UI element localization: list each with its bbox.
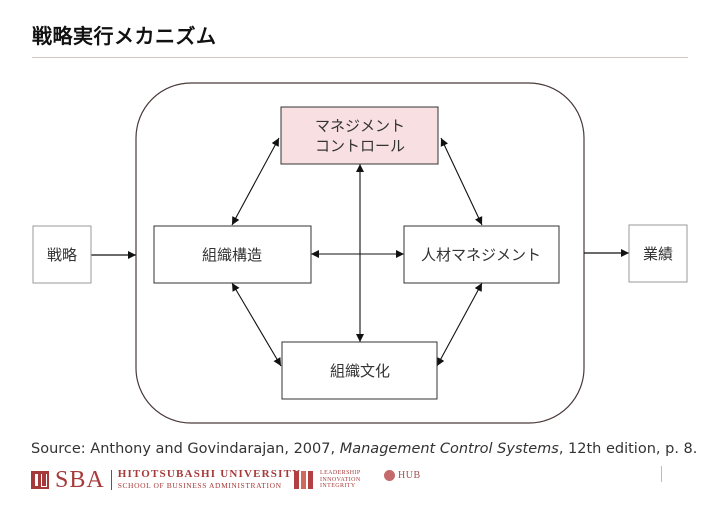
hub-emblem-icon	[384, 470, 395, 481]
node-strategy-label: 戦略	[47, 246, 77, 264]
page-title: 戦略実行メカニズム	[32, 24, 217, 48]
node-hr-management-label: 人材マネジメント	[421, 246, 541, 264]
hub-logo: HUB	[384, 470, 421, 481]
node-strategy: 戦略	[32, 225, 92, 284]
arrow-structure-culture	[231, 282, 282, 367]
sba-emblem-icon	[31, 471, 49, 489]
node-org-culture-label: 組織文化	[330, 362, 390, 380]
arrow-control-structure	[231, 137, 280, 226]
lii-line3: INTEGRITY	[320, 483, 356, 489]
node-org-structure-label: 組織構造	[202, 246, 262, 264]
university-line1: HITOTSUBASHI UNIVERSITY	[117, 468, 302, 480]
node-management-control-label-line1: マネジメント	[315, 117, 405, 135]
arrow-control-hr	[440, 137, 483, 226]
page-number-divider	[661, 466, 662, 482]
node-management-control: マネジメント コントロール	[280, 106, 439, 165]
university-name: HITOTSUBASHI UNIVERSITY SCHOOL OF BUSINE…	[118, 469, 302, 491]
lii-logo: LEADERSHIP INNOVATION INTEGRITY	[294, 470, 361, 490]
source-prefix: Source: Anthony and Govindarajan, 2007,	[31, 441, 340, 457]
source-book-title: Management Control Systems	[339, 441, 559, 457]
node-performance-label: 業績	[643, 245, 673, 263]
sba-wordmark: SBA	[55, 467, 105, 493]
sba-logo: SBA HITOTSUBASHI UNIVERSITY SCHOOL OF BU…	[31, 468, 301, 492]
node-org-structure: 組織構造	[153, 225, 312, 284]
lii-line2: INNOVATION	[320, 476, 361, 483]
source-suffix: , 12th edition, p. 8.	[558, 441, 698, 457]
sba-separator	[110, 470, 112, 490]
university-line2: SCHOOL OF BUSINESS ADMINISTRATION	[117, 481, 282, 490]
source-citation: Source: Anthony and Govindarajan, 2007, …	[31, 441, 697, 457]
title-divider	[32, 57, 688, 58]
lii-text: LEADERSHIP INNOVATION INTEGRITY	[320, 470, 361, 490]
arrow-hr-culture	[436, 282, 483, 367]
node-performance: 業績	[628, 224, 688, 283]
hub-wordmark: HUB	[398, 470, 421, 481]
node-hr-management: 人材マネジメント	[403, 225, 560, 284]
lii-line1: LEADERSHIP	[320, 470, 361, 476]
node-management-control-label-line2: コントロール	[315, 137, 405, 155]
node-org-culture: 組織文化	[281, 341, 438, 400]
lii-bars-icon	[294, 470, 315, 489]
